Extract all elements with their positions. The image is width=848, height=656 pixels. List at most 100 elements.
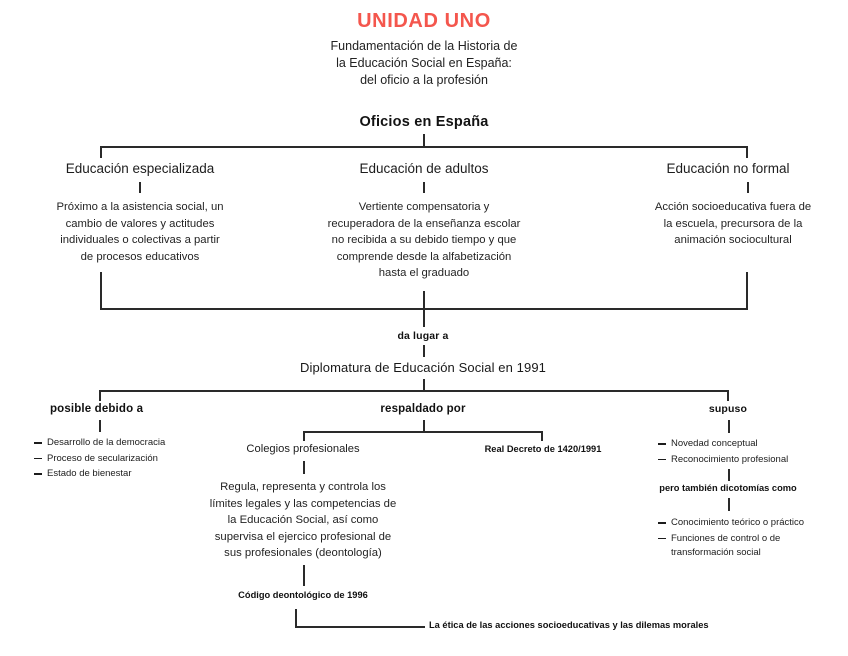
posible-debido-a-stem <box>99 420 101 432</box>
codigo-detail-elbow-connector <box>295 609 425 628</box>
respaldado-por-label: respaldado por <box>323 403 523 415</box>
respaldado-por-bracket <box>303 431 543 441</box>
supuso-text: supuso <box>708 403 748 415</box>
branch-heading-text: Educación no formal <box>664 161 792 176</box>
respaldado-por-stem <box>423 420 425 431</box>
body-line: Acción socioeducativa fuera de <box>654 201 812 213</box>
branch-educacion-no-formal-body: Acción socioeducativa fuera de la escuel… <box>618 199 848 249</box>
list-item: Novedad conceptual <box>658 437 848 452</box>
branch-heading-text: Educación especializada <box>63 161 217 176</box>
merge-center-tick <box>423 310 425 327</box>
body-line: sus profesionales (deontología) <box>224 547 382 559</box>
list-item: Estado de bienestar <box>34 467 254 482</box>
elbow-vertical <box>295 609 297 628</box>
supuso-list: Novedad conceptual Reconocimiento profes… <box>658 437 848 468</box>
posible-debido-a-label: posible debido a <box>50 403 270 415</box>
body-line: recuperadora de la enseñanza escolar <box>327 217 521 230</box>
dash-bullet-icon <box>658 458 666 461</box>
list-item-label: Reconocimiento profesional <box>671 453 789 465</box>
body-line: animación sociocultural <box>674 234 792 246</box>
supuso-label: supuso <box>658 403 798 415</box>
dash-bullet-icon <box>658 443 666 445</box>
dash-bullet-icon <box>34 457 42 460</box>
body-line: individuales o colectivas a partir <box>60 234 220 246</box>
page-title-text: UNIDAD UNO <box>357 10 491 32</box>
body-line: Regula, representa y controla los <box>220 481 386 493</box>
codigo-detail-node: La ética de las acciones socioeducativas… <box>429 620 829 630</box>
colegios-profesionales-node: Colegios profesionales <box>203 443 403 455</box>
root-node: Oficios en España <box>0 114 848 130</box>
branch-educacion-de-adultos-body: Vertiente compensatoria y recuperadora d… <box>284 199 564 282</box>
list-item: Desarrollo de la democracia <box>34 436 254 451</box>
real-decreto-label: Real Decreto de 1420/1991 <box>484 444 602 454</box>
list-item-label: Novedad conceptual <box>671 438 758 449</box>
colegios-profesionales-label: Colegios profesionales <box>246 443 360 455</box>
page-title: UNIDAD UNO <box>0 10 848 33</box>
branch-heading-label: Educación no formal <box>666 161 790 176</box>
bracket-right-stub <box>541 431 543 441</box>
list-item: Conocimiento teórico o práctico <box>658 516 838 531</box>
list-item-label: Desarrollo de la democracia <box>47 437 166 448</box>
bracket-bar <box>100 146 748 148</box>
colegios-to-codigo-stem <box>303 565 305 586</box>
respaldado-por-text: respaldado por <box>380 403 466 415</box>
dash-bullet-icon <box>34 473 42 475</box>
subtitle-line-3: del oficio a la profesión <box>360 73 488 87</box>
branch-3-stem <box>747 182 749 193</box>
body-line: Próximo a la asistencia social, un <box>56 201 224 213</box>
subtitle-line-2: la Educación Social en España: <box>336 56 512 70</box>
list-item-label: Estado de bienestar <box>47 468 132 479</box>
merge-label-text: da lugar a <box>397 330 449 342</box>
list-item-label: Proceso de secularización <box>47 452 158 464</box>
body-line: límites legales y las competencias de <box>209 497 397 510</box>
body-line: la Educación Social, así como <box>227 514 379 526</box>
bracket-left-stub <box>100 146 102 158</box>
body-line: cambio de valores y actitudes <box>65 217 215 230</box>
branch-educacion-de-adultos-heading: Educación de adultos <box>284 160 564 178</box>
supuso-to-dicotomias-stem <box>728 469 730 481</box>
branch-heading-label: Educación especializada <box>65 161 215 176</box>
codigo-deontologico-label: Código deontológico de 1996 <box>238 590 368 600</box>
body-line: no recibida a su debido tiempo y que <box>331 234 517 246</box>
diplomatura-stem <box>423 379 425 390</box>
colegios-profesionales-body: Regula, representa y controla los límite… <box>183 479 423 562</box>
codigo-deontologico-node: Código deontológico de 1996 <box>203 590 403 600</box>
merge-to-result-stem <box>423 345 425 357</box>
bracket-bar <box>303 431 543 433</box>
dicotomias-list: Conocimiento teórico o práctico Funcione… <box>658 516 838 562</box>
body-line: hasta el graduado <box>378 267 470 279</box>
colegios-stem <box>303 461 305 474</box>
lower-bracket-connector <box>99 390 729 401</box>
real-decreto-node: Real Decreto de 1420/1991 <box>443 444 643 454</box>
bracket-bar <box>99 390 729 392</box>
bracket-right-stub <box>727 390 729 401</box>
list-item-label: Conocimiento teórico o práctico <box>671 517 805 528</box>
page-subtitle: Fundamentación de la Historia de la Educ… <box>0 38 848 89</box>
branch-heading-text: Educación de adultos <box>357 161 491 176</box>
elbow-horizontal <box>295 626 425 628</box>
merge-connector-label: da lugar a <box>323 330 523 342</box>
dicotomias-stem <box>728 498 730 511</box>
diplomatura-node: Diplomatura de Educación Social en 1991 <box>223 360 623 375</box>
merge-right-stub <box>746 272 748 310</box>
bracket-left-stub <box>99 390 101 401</box>
branch-educacion-no-formal-heading: Educación no formal <box>608 160 848 178</box>
branch-1-stem <box>139 182 141 193</box>
bracket-left-stub <box>303 431 305 441</box>
root-node-label: Oficios en España <box>359 114 489 130</box>
body-line: Vertiente compensatoria y <box>358 201 490 213</box>
branch-educacion-especializada-body: Próximo a la asistencia social, un cambi… <box>0 199 280 265</box>
codigo-detail-label: La ética de las acciones socioeducativas… <box>429 620 709 630</box>
posible-debido-a-list: Desarrollo de la democracia Proceso de s… <box>34 436 254 483</box>
diplomatura-label: Diplomatura de Educación Social en 1991 <box>300 360 546 375</box>
body-line: la escuela, precursora de la <box>663 217 803 230</box>
body-line: comprende desde la alfabetización <box>336 250 512 263</box>
body-line: supervisa el ejercico profesional de <box>214 530 392 543</box>
bracket-right-stub <box>746 146 748 158</box>
dash-bullet-icon <box>658 522 666 524</box>
list-item: Reconocimiento profesional <box>658 453 848 468</box>
root-stem-connector <box>423 134 425 146</box>
subtitle-line-1: Fundamentación de la Historia de <box>330 39 518 53</box>
list-item-label: Funciones de control o de transformación… <box>671 532 781 559</box>
